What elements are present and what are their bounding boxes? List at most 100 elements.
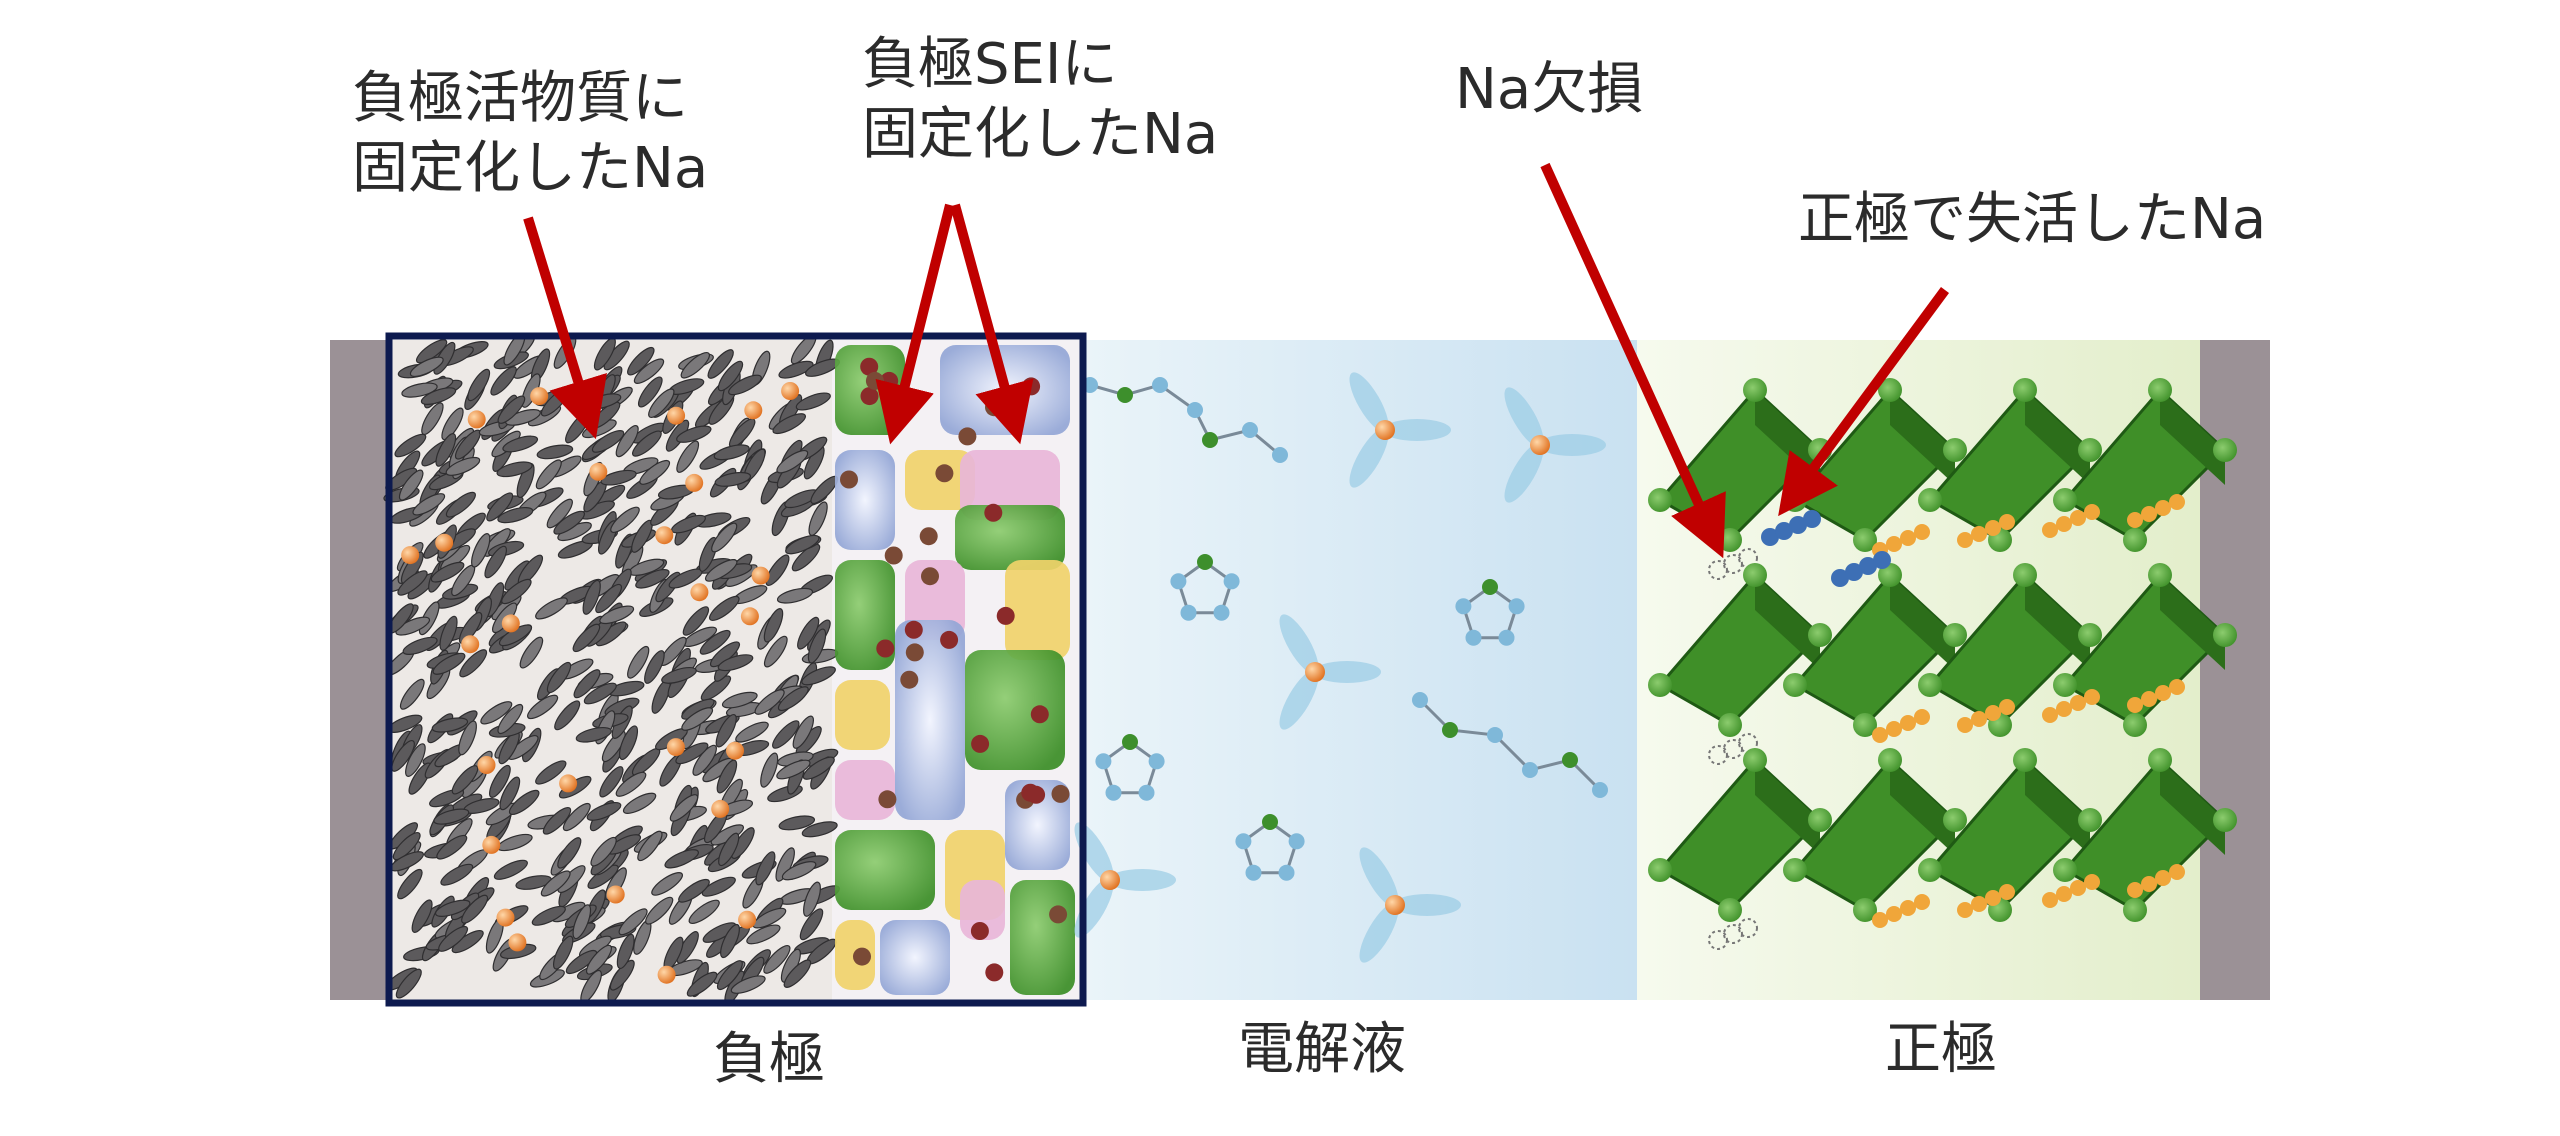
graphite-flake bbox=[637, 830, 663, 862]
graphite-flake bbox=[435, 433, 457, 467]
graphite-flake bbox=[633, 358, 665, 384]
graphite-flake bbox=[391, 740, 415, 772]
graphite-flake bbox=[508, 789, 540, 816]
sei-component bbox=[965, 650, 1065, 770]
solvated-sodium bbox=[1530, 435, 1550, 455]
sodium-atom bbox=[740, 607, 759, 626]
sei-bound-atom bbox=[860, 357, 879, 376]
graphite-flake bbox=[704, 559, 738, 582]
graphite-flake bbox=[415, 339, 448, 364]
cathode-sodium bbox=[1886, 721, 1902, 737]
sei-bound-atom bbox=[1027, 785, 1046, 804]
electrolyte-ring-atom bbox=[1482, 579, 1498, 595]
sei-bound-atom bbox=[940, 630, 959, 649]
graphite-flake bbox=[728, 374, 762, 396]
graphite-flake bbox=[688, 899, 720, 924]
sodium-atom bbox=[477, 756, 496, 774]
cathode-sodium bbox=[1886, 536, 1902, 552]
cathode-octahedron-side bbox=[1890, 760, 1955, 855]
graphite-flake bbox=[776, 587, 814, 604]
graphite-flake bbox=[436, 834, 468, 860]
graphite-flake bbox=[610, 506, 640, 533]
inactive-sodium bbox=[1789, 516, 1807, 534]
cathode-sodium bbox=[2042, 707, 2058, 723]
electrolyte-chain-atom bbox=[1272, 447, 1288, 463]
graphite-flake bbox=[609, 959, 635, 991]
graphite-flake bbox=[445, 491, 476, 518]
graphite-flake bbox=[546, 661, 572, 694]
graphite-flake bbox=[803, 881, 821, 917]
cathode-sodium bbox=[2141, 691, 2157, 707]
cathode-oxygen bbox=[1943, 438, 1967, 462]
cathode-octahedron-side bbox=[2025, 760, 2090, 855]
inactive-sodium bbox=[1831, 569, 1849, 587]
electrolyte-ring-atom bbox=[1197, 554, 1213, 570]
sei-bound-atom bbox=[840, 470, 858, 489]
sodium-vacancy bbox=[1723, 924, 1743, 944]
cathode-oxygen bbox=[1878, 748, 1902, 772]
graphite-flake bbox=[707, 349, 734, 379]
graphite-flake bbox=[535, 760, 567, 785]
sei-component bbox=[1005, 560, 1070, 660]
graphite-flake bbox=[486, 492, 514, 522]
label-anode-sei-na-line2: 固定化したNa bbox=[862, 102, 1219, 167]
graphite-flake bbox=[720, 923, 740, 959]
electrolyte-ring-atom bbox=[1455, 598, 1472, 615]
sei-bound-atom bbox=[904, 620, 923, 639]
solvent-shell bbox=[1108, 869, 1176, 891]
callout-arrow bbox=[950, 203, 1034, 445]
region-label-anode: 負極 bbox=[713, 1027, 825, 1092]
graphite-flake bbox=[554, 700, 581, 731]
graphite-flake bbox=[801, 821, 838, 838]
graphite-flake bbox=[711, 522, 738, 553]
sodium-atom bbox=[781, 382, 800, 400]
cathode-oxygen bbox=[2078, 623, 2102, 647]
graphite-flake bbox=[490, 366, 517, 396]
graphite-flake bbox=[535, 597, 568, 620]
graphite-flake bbox=[459, 649, 488, 678]
cathode-sodium bbox=[2141, 506, 2157, 522]
electrolyte-chain-atom bbox=[1412, 692, 1428, 708]
graphite-flake bbox=[458, 720, 477, 756]
electrolyte-ring-atom bbox=[1138, 784, 1155, 801]
callout-arrow bbox=[875, 203, 955, 445]
cathode-oxygen bbox=[1808, 623, 1832, 647]
graphite-flake bbox=[408, 762, 432, 795]
graphite-flake bbox=[778, 815, 816, 831]
cathode-sodium bbox=[2070, 510, 2086, 526]
graphite-flake bbox=[637, 376, 663, 408]
graphite-flake bbox=[397, 570, 428, 596]
electrolyte-ring-atom bbox=[1122, 734, 1138, 750]
inactive-sodium bbox=[1873, 551, 1891, 569]
sodium-atom bbox=[401, 546, 420, 565]
electrolyte-chain-atom bbox=[1562, 752, 1578, 768]
sodium-atom bbox=[751, 566, 770, 585]
electrolyte-ring-atom bbox=[1105, 784, 1122, 801]
cathode-sodium bbox=[2084, 504, 2100, 520]
sodium-atom bbox=[666, 738, 685, 757]
sei-component bbox=[835, 830, 935, 910]
graphite-flake bbox=[717, 654, 754, 672]
cathode-sodium bbox=[1985, 705, 2001, 721]
graphite-flake bbox=[484, 545, 508, 579]
cathode-sodium bbox=[2141, 876, 2157, 892]
solvent-shell bbox=[1538, 434, 1606, 456]
cathode-oxygen bbox=[1878, 378, 1902, 402]
graphite-flake bbox=[644, 650, 665, 684]
graphite-flake bbox=[635, 569, 670, 589]
graphite-flake bbox=[627, 346, 655, 376]
graphite-flake bbox=[546, 498, 573, 529]
electrolyte-chain-atom bbox=[1522, 762, 1538, 778]
graphite-flake bbox=[471, 533, 491, 568]
graphite-flake bbox=[600, 469, 637, 486]
cathode-octahedron-side bbox=[2160, 760, 2225, 855]
graphite-flake bbox=[792, 715, 814, 749]
inactive-sodium bbox=[1859, 557, 1877, 575]
solvent-shell bbox=[1359, 847, 1399, 908]
graphite-flake bbox=[801, 666, 836, 686]
sodium-vacancy bbox=[1723, 554, 1743, 574]
cathode-oxygen bbox=[1943, 808, 1967, 832]
cathode-oxygen bbox=[1718, 528, 1742, 552]
cathode-sodium bbox=[2169, 679, 2185, 695]
